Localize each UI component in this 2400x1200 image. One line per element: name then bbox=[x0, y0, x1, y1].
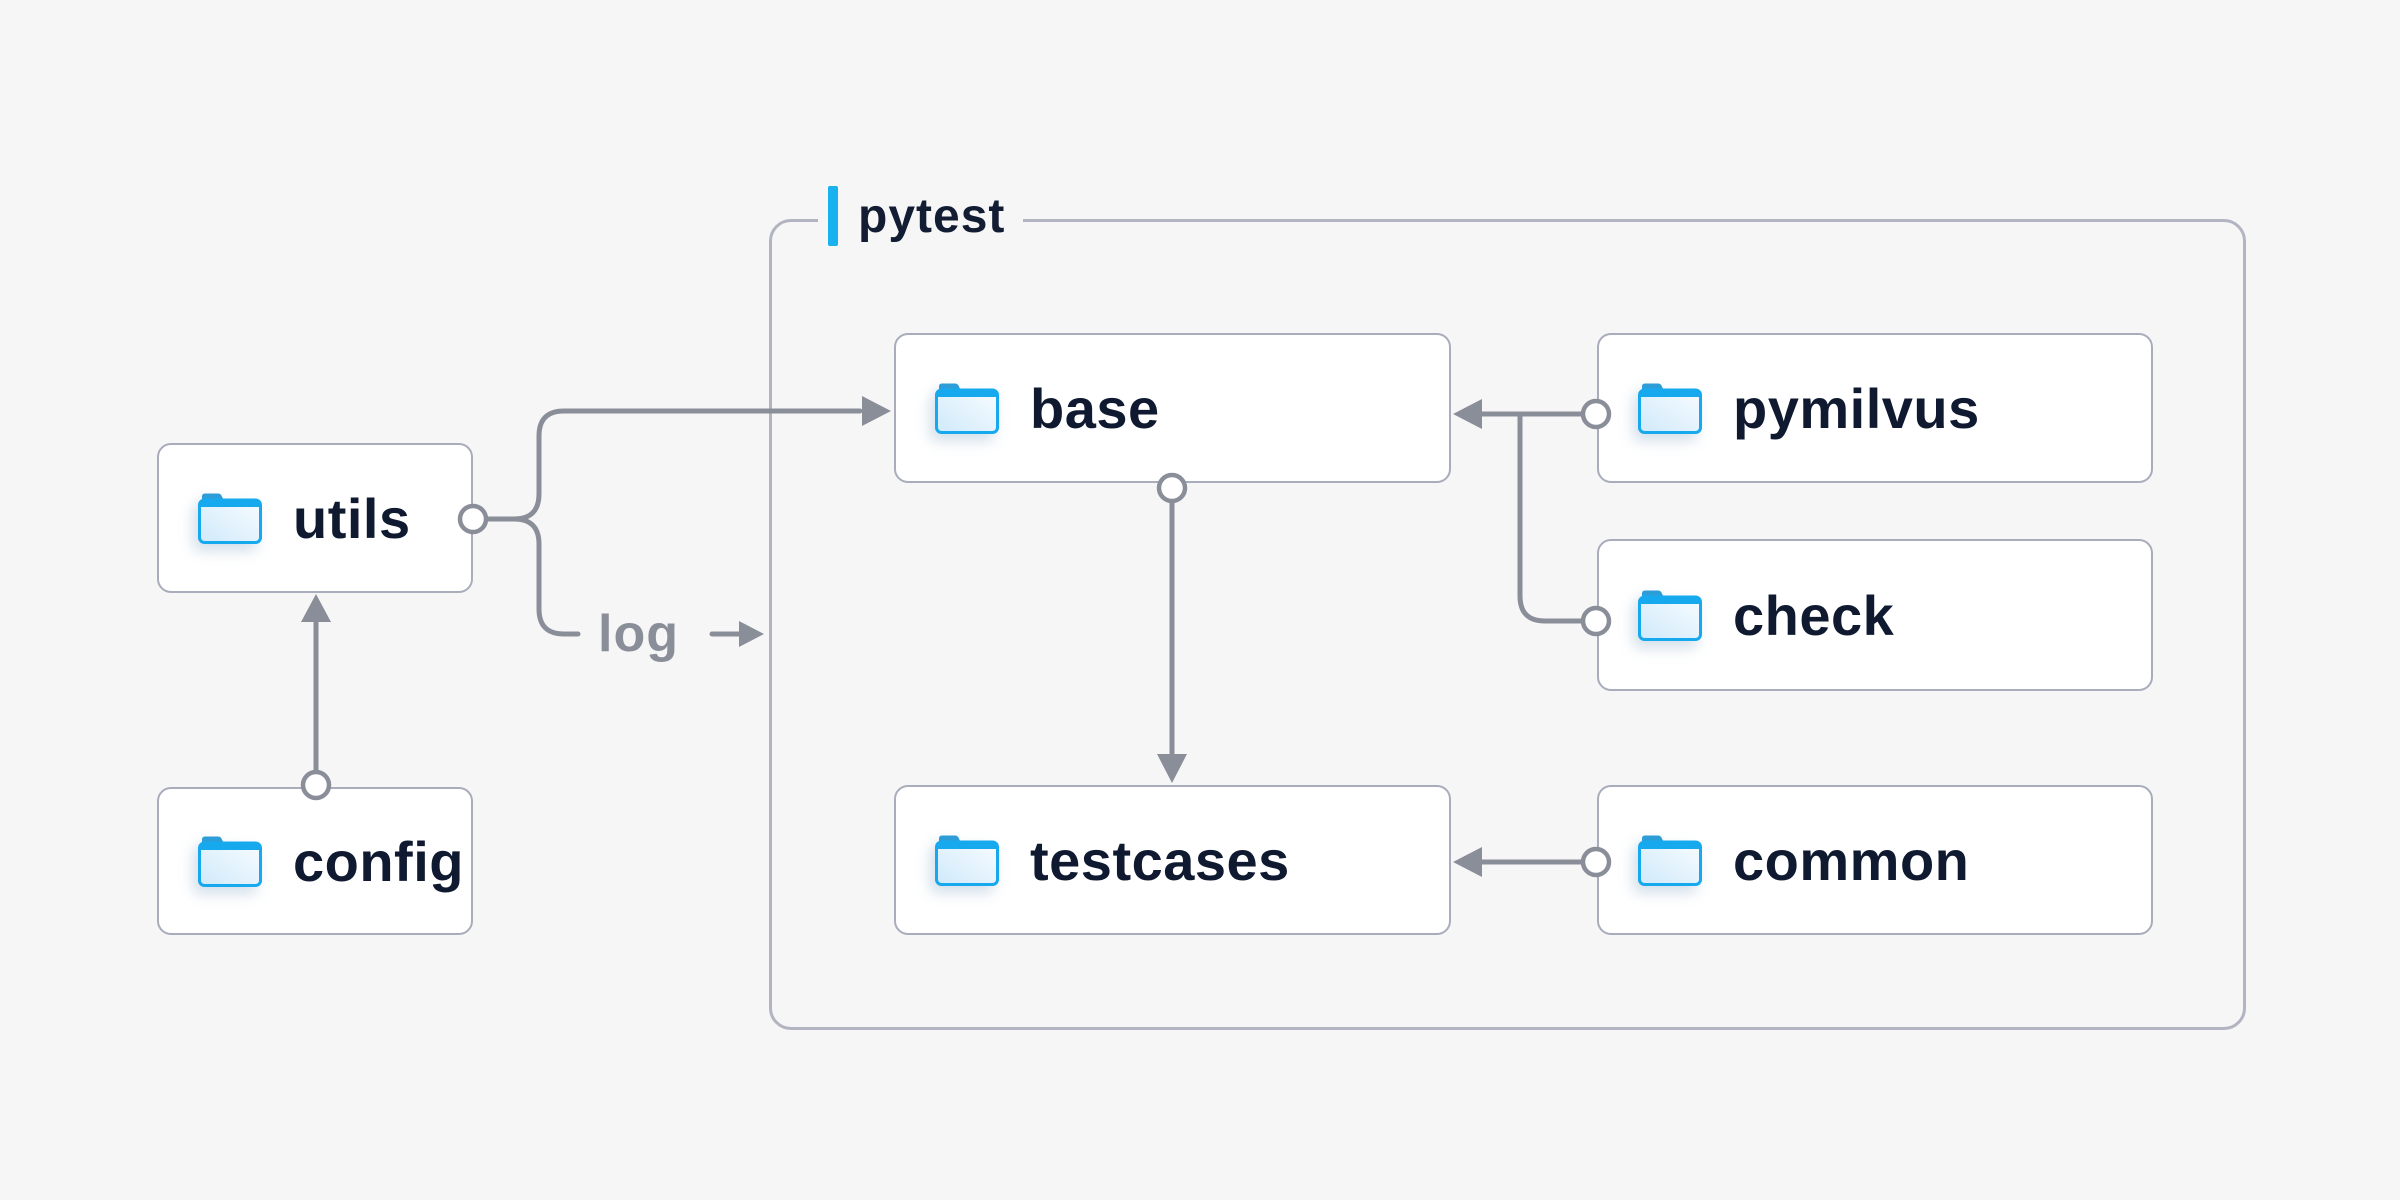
node-label: common bbox=[1733, 828, 1970, 892]
folder-icon bbox=[1638, 590, 1702, 641]
node-label: check bbox=[1733, 583, 1895, 647]
folder-icon bbox=[935, 383, 999, 434]
node-pymilvus: pymilvus bbox=[1597, 333, 2153, 483]
node-base: base bbox=[894, 333, 1451, 483]
node-label: config bbox=[293, 829, 464, 893]
node-label: testcases bbox=[1030, 828, 1290, 892]
log-label: log bbox=[598, 605, 679, 663]
edge-config-utils bbox=[300, 594, 332, 801]
arrowhead bbox=[739, 621, 764, 647]
node-label: utils bbox=[293, 486, 411, 550]
node-testcases: testcases bbox=[894, 785, 1451, 935]
node-label: base bbox=[1030, 376, 1160, 440]
node-common: common bbox=[1597, 785, 2153, 935]
node-utils: utils bbox=[157, 443, 473, 593]
pytest-group-label: pytest bbox=[818, 183, 1024, 249]
pytest-group-label-text: pytest bbox=[858, 189, 1006, 243]
pytest-group-box bbox=[769, 219, 2246, 1030]
node-label: pymilvus bbox=[1733, 376, 1980, 440]
folder-icon bbox=[935, 835, 999, 886]
arrowhead bbox=[301, 594, 331, 622]
folder-icon bbox=[1638, 835, 1702, 886]
folder-icon bbox=[198, 493, 262, 544]
node-check: check bbox=[1597, 539, 2153, 691]
accent-bar bbox=[828, 186, 838, 246]
node-config: config bbox=[157, 787, 473, 935]
folder-icon bbox=[1638, 383, 1702, 434]
folder-icon bbox=[198, 836, 262, 887]
